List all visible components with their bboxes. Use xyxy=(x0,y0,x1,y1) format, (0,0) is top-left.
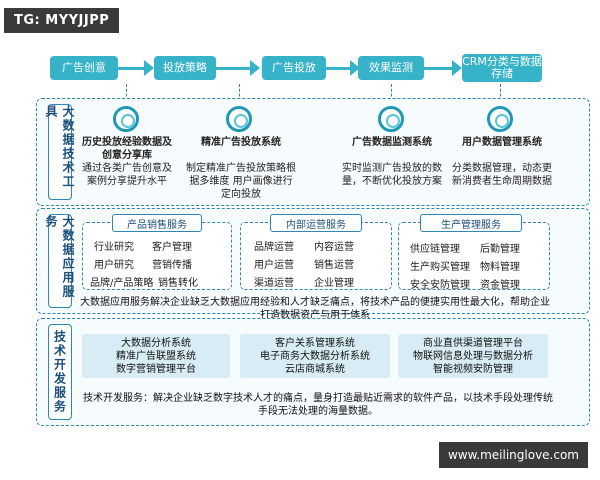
service-item: 行业研究 xyxy=(94,242,134,253)
flow-connector xyxy=(326,67,354,70)
section-label-dev: 技术开发服务 xyxy=(48,324,72,420)
dev-product-group: 客户关系管理系统 电子商务大数据分析系统 云店商城系统 xyxy=(240,334,390,378)
service-item: 品牌运营 xyxy=(254,242,294,253)
connector-line xyxy=(239,84,241,106)
service-item: 渠道运营 xyxy=(254,278,294,289)
service-group-title: 生产管理服务 xyxy=(420,214,522,232)
flow-step-monitoring: 效果监测 xyxy=(358,56,424,80)
service-item: 企业管理 xyxy=(314,278,354,289)
dev-product: 物联网信息处理与数据分析 xyxy=(413,350,533,362)
flow-arrow-icon xyxy=(144,60,154,76)
tool-title: 历史投放经验数据及创意分享库 xyxy=(82,137,172,161)
service-item: 后勤管理 xyxy=(480,244,520,255)
connector-line xyxy=(391,84,393,106)
flow-arrow-icon xyxy=(250,60,260,76)
flow-connector xyxy=(424,67,456,70)
service-item: 生产购买管理 xyxy=(410,262,470,273)
flow-step-crm: CRM分类与数据存储 xyxy=(462,54,542,82)
connector-line xyxy=(500,84,502,106)
tool-desc: 实时监测广告投放的数量，不断优化投放方案 xyxy=(342,163,442,187)
dev-product: 精准广告联盟系统 xyxy=(116,350,196,362)
service-item: 供应链管理 xyxy=(410,244,460,255)
gear-icon xyxy=(487,106,513,132)
flow-arrow-icon xyxy=(350,60,360,76)
service-item: 销售运营 xyxy=(314,260,354,271)
flow-step-placement: 广告投放 xyxy=(262,56,326,80)
service-item: 营销传播 xyxy=(152,260,192,271)
flow-connector xyxy=(214,67,254,70)
service-item: 品牌/产品策略 xyxy=(90,278,154,289)
flow-step-strategy: 投放策略 xyxy=(154,56,216,80)
dev-product: 智能视频安防管理 xyxy=(433,363,513,375)
dev-product: 数字营销管理平台 xyxy=(116,363,196,375)
tool-title: 广告数据监测系统 xyxy=(352,137,432,148)
dev-product: 云店商城系统 xyxy=(285,363,345,375)
service-item: 资金管理 xyxy=(480,280,520,291)
service-item: 用户运营 xyxy=(254,260,294,271)
tool-desc: 制定精准广告投放策略根据多维度 用户画像进行定向投放 xyxy=(186,163,296,200)
service-group-title: 产品销售服务 xyxy=(112,214,202,232)
dev-product-group: 大数据分析系统 精准广告联盟系统 数字营销管理平台 xyxy=(82,334,230,378)
service-group-title: 内部运营服务 xyxy=(270,214,362,232)
service-item: 用户研究 xyxy=(94,260,134,271)
service-item: 客户管理 xyxy=(152,242,192,253)
connector-line xyxy=(126,84,128,106)
flow-connector xyxy=(118,67,148,70)
flow-arrow-icon xyxy=(452,60,462,76)
service-item: 安全安防管理 xyxy=(410,280,470,291)
gear-icon xyxy=(378,106,404,132)
dev-product: 电子商务大数据分析系统 xyxy=(260,350,370,362)
section-label-apps: 大数据应用服务 xyxy=(44,214,75,308)
apps-description: 大数据应用服务解决企业缺乏大数据应用经验和人才缺乏痛点，将技术产品的便捷实用性最… xyxy=(80,297,550,321)
tool-desc: 分类数据管理，动态更新消费者生命周期数据 xyxy=(452,163,552,187)
service-item: 销售转化 xyxy=(158,278,198,289)
service-item: 物料管理 xyxy=(480,262,520,273)
tool-title: 用户数据管理系统 xyxy=(462,137,542,148)
section-label-tools: 大数据技术工具 xyxy=(44,104,75,200)
tool-title: 精准广告投放系统 xyxy=(201,137,281,148)
dev-product: 客户关系管理系统 xyxy=(275,337,355,349)
service-item: 内容运营 xyxy=(314,242,354,253)
dev-product: 商业直供渠道管理平台 xyxy=(423,337,523,349)
dev-product-group: 商业直供渠道管理平台 物联网信息处理与数据分析 智能视频安防管理 xyxy=(398,334,548,378)
gear-icon xyxy=(113,106,139,132)
dev-description: 技术开发服务：解决企业缺乏数字技术人才的痛点，量身打造最贴近需求的软件产品，以技… xyxy=(83,393,553,417)
watermark-tag: TG: MYYJJPP xyxy=(4,8,120,33)
dev-product: 大数据分析系统 xyxy=(121,337,191,349)
watermark-url: www.meilinglove.com xyxy=(438,442,588,468)
tool-desc: 通过各类广告创意及案例分享提升水平 xyxy=(82,163,172,187)
gear-icon xyxy=(226,106,252,132)
flow-step-creative: 广告创意 xyxy=(50,56,118,80)
